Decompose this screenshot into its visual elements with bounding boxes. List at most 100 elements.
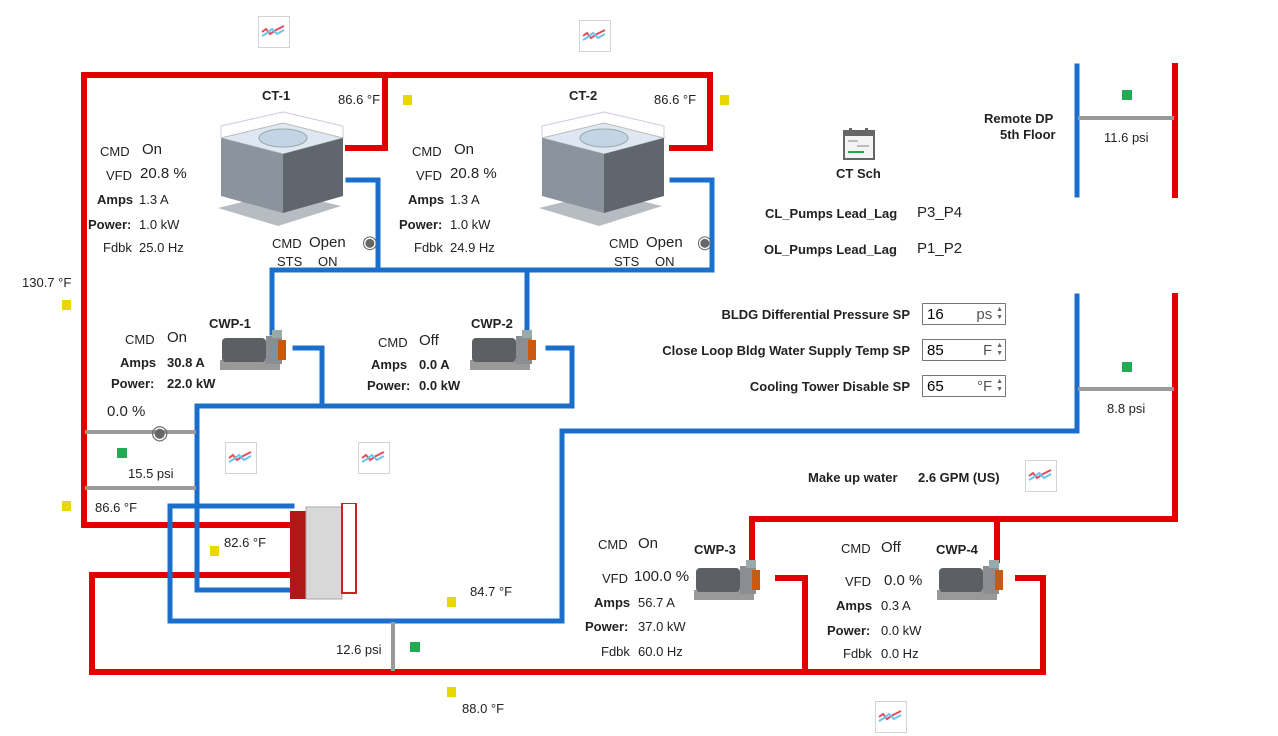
setpoint-value-input[interactable]: [923, 304, 967, 324]
ct1-cmd-label: CMD: [100, 144, 130, 159]
cwp3-cmd-value[interactable]: On: [638, 535, 659, 552]
cwp2-amps-value: 0.0 A: [419, 357, 450, 372]
ct2-title: CT-2: [569, 88, 598, 103]
trend-chart-icon[interactable]: [225, 442, 257, 474]
ct1-vfd-value[interactable]: 20.8 %: [140, 165, 187, 182]
remote-dp-subtitle: 5th Floor: [1000, 127, 1056, 142]
cl-lead-lag-value[interactable]: P3_P4: [917, 204, 963, 221]
ct1-cmd-value[interactable]: On: [142, 141, 163, 158]
spinner-icon[interactable]: ▲▼: [996, 306, 1004, 321]
ct1-title: CT-1: [262, 88, 291, 103]
ct2-fdbk-label: Fdbk: [414, 240, 443, 255]
hx-outlet-temp: 82.6 °F: [224, 535, 267, 550]
closed-loop-dp-readout: 12.6 psi: [336, 642, 382, 657]
ct2-isolation-valve-icon[interactable]: ◉: [697, 232, 713, 252]
temperature-sensor-icon: [447, 597, 456, 607]
ct2-power-value: 1.0 kW: [450, 217, 491, 232]
ct1-valve-cmd-value[interactable]: Open: [309, 234, 346, 251]
schedule-button[interactable]: [843, 128, 875, 165]
pump-cwp3[interactable]: [692, 560, 772, 607]
ol-lead-lag-value[interactable]: P1_P2: [917, 240, 963, 257]
trend-chart-icon[interactable]: [1025, 460, 1057, 492]
pump-cwp4[interactable]: [935, 560, 1015, 607]
return-temp-readout: 130.7 °F: [22, 275, 72, 290]
calendar-schedule-icon: [843, 128, 875, 160]
cwp2-power-label: Power:: [367, 378, 411, 393]
ct1-isolation-valve-icon[interactable]: ◉: [362, 232, 378, 252]
temperature-sensor-icon: [62, 300, 71, 310]
plate-heat-exchanger[interactable]: [290, 502, 362, 608]
makeup-water-value: 2.6 GPM (US): [918, 470, 1000, 485]
ct1-power-label: Power:: [88, 217, 132, 232]
cwp2-amps-label: Amps: [371, 357, 408, 372]
setpoint-supply-temp-input[interactable]: F ▲▼: [922, 339, 1006, 361]
cwp3-cmd-label: CMD: [598, 537, 628, 552]
cwp3-vfd-value[interactable]: 100.0 %: [634, 568, 690, 585]
ct2-amps-label: Amps: [408, 192, 445, 207]
bldg-dp-readout: 8.8 psi: [1107, 401, 1146, 416]
bypass-valve-icon[interactable]: ◉: [151, 422, 169, 444]
cwp4-fdbk-value: 0.0 Hz: [881, 646, 919, 661]
setpoint-row-ct-disable: Cooling Tower Disable SP °F ▲▼: [630, 375, 1006, 397]
ct1-power-value: 1.0 kW: [139, 217, 180, 232]
trend-chart-icon[interactable]: [875, 701, 907, 733]
setpoint-label: Cooling Tower Disable SP: [749, 378, 910, 394]
ct2-amps-value: 1.3 A: [450, 192, 480, 207]
cwp4-cmd-value[interactable]: Off: [881, 539, 901, 556]
cwp3-amps-value: 56.7 A: [638, 595, 675, 610]
spinner-icon[interactable]: ▲▼: [996, 378, 1004, 393]
ct1-amps-label: Amps: [97, 192, 134, 207]
setpoint-label: BLDG Differential Pressure SP: [721, 306, 910, 322]
closed-loop-supply-temp: 88.0 °F: [462, 701, 505, 716]
trend-chart-icon[interactable]: [358, 442, 390, 474]
ct2-cmd-value[interactable]: On: [454, 141, 475, 158]
cwp2-cmd-label: CMD: [378, 335, 408, 350]
setpoint-row-supply-temp: Close Loop Bldg Water Supply Temp SP F ▲…: [630, 339, 1006, 361]
pressure-gauge-icon: [1122, 362, 1132, 372]
cwp3-power-value: 37.0 kW: [638, 619, 686, 634]
ct2-valve-cmd-value[interactable]: Open: [646, 234, 683, 251]
trend-chart-icon[interactable]: [258, 16, 290, 48]
setpoint-value-input[interactable]: [923, 340, 967, 360]
cwp3-title: CWP-3: [694, 542, 736, 557]
cwp4-amps-value: 0.3 A: [881, 598, 911, 613]
cooling-tower-ct1[interactable]: [213, 108, 348, 233]
pressure-gauge-icon: [1122, 90, 1132, 100]
pump-cwp1[interactable]: [218, 330, 298, 377]
cwp2-cmd-value[interactable]: Off: [419, 332, 439, 349]
cwp2-power-value: 0.0 kW: [419, 378, 461, 393]
cwp1-cmd-value[interactable]: On: [167, 329, 188, 346]
setpoint-ct-disable-input[interactable]: °F ▲▼: [922, 375, 1006, 397]
cwp3-amps-label: Amps: [594, 595, 631, 610]
setpoint-label: Close Loop Bldg Water Supply Temp SP: [662, 342, 910, 358]
schedule-label[interactable]: CT Sch: [836, 166, 881, 181]
ct1-amps-value: 1.3 A: [139, 192, 169, 207]
trend-chart-icon[interactable]: [579, 20, 611, 52]
hx-supply-temp: 84.7 °F: [470, 584, 513, 599]
setpoint-unit: °F: [977, 377, 993, 395]
cwp4-title: CWP-4: [936, 542, 978, 557]
cwp3-vfd-label: VFD: [602, 571, 628, 586]
cwp4-vfd-value[interactable]: 0.0 %: [884, 572, 923, 589]
cwp4-fdbk-label: Fdbk: [843, 646, 872, 661]
cwp1-amps-value: 30.8 A: [167, 355, 205, 370]
ct2-valve-cmd-label: CMD: [609, 236, 639, 251]
ct2-valve-sts-label: STS: [614, 254, 640, 269]
setpoint-bldg-dp-input[interactable]: ps ▲▼: [922, 303, 1006, 325]
cwp4-cmd-label: CMD: [841, 541, 871, 556]
ct2-power-label: Power:: [399, 217, 443, 232]
hot-water-pipes: [81, 63, 1178, 675]
cwp1-amps-label: Amps: [120, 355, 157, 370]
temperature-sensor-icon: [720, 95, 729, 105]
cooling-tower-ct2[interactable]: [534, 108, 669, 233]
spinner-icon[interactable]: ▲▼: [996, 342, 1004, 357]
cwp4-power-value: 0.0 kW: [881, 623, 922, 638]
setpoint-value-input[interactable]: [923, 376, 967, 396]
ct1-vfd-label: VFD: [106, 168, 132, 183]
setpoint-unit: ps: [976, 305, 993, 323]
pump-cwp2[interactable]: [468, 330, 548, 377]
makeup-water-label: Make up water: [808, 470, 898, 485]
ct2-vfd-value[interactable]: 20.8 %: [450, 165, 497, 182]
cl-lead-lag-label: CL_Pumps Lead_Lag: [765, 206, 898, 221]
